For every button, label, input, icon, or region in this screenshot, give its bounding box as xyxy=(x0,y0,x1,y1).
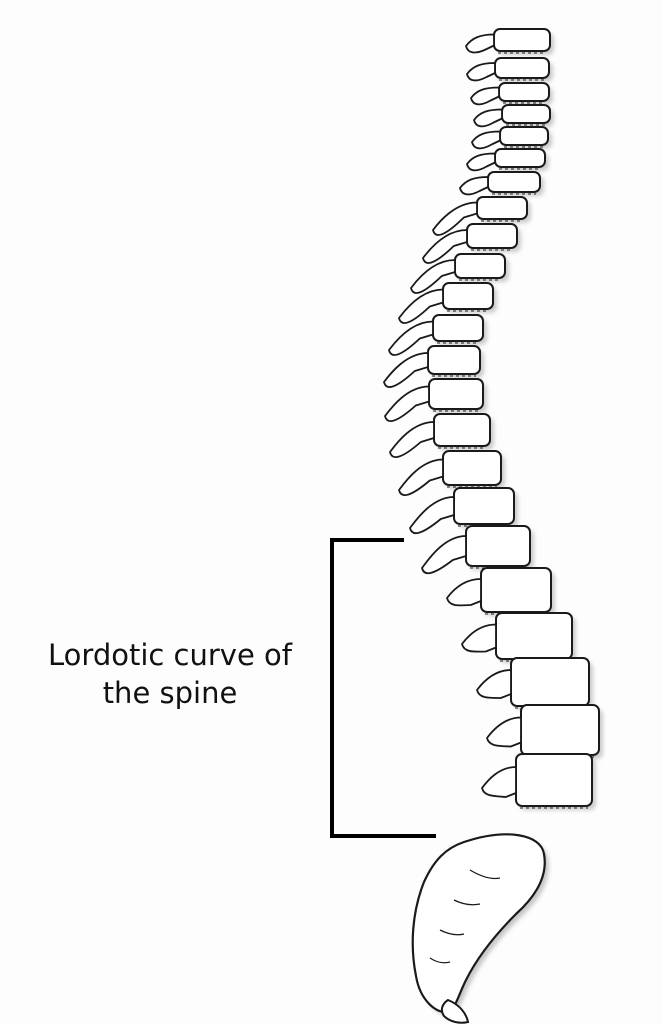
spinous-process xyxy=(486,716,522,748)
coccyx xyxy=(440,998,470,1024)
sacrum xyxy=(411,833,546,1014)
label-line-2: the spine xyxy=(102,676,238,710)
spinous-process xyxy=(421,535,467,575)
lordotic-curve-label: Lordotic curve of the spine xyxy=(20,636,320,712)
spinous-process xyxy=(383,352,429,388)
spinous-process xyxy=(410,259,456,294)
spinous-process xyxy=(476,669,512,699)
spinous-process xyxy=(465,33,495,54)
spinous-process xyxy=(466,152,496,172)
spinous-process xyxy=(481,766,517,798)
spinous-process xyxy=(461,623,497,653)
spinous-process xyxy=(398,288,444,324)
spinous-process xyxy=(422,229,468,264)
label-line-1: Lordotic curve of xyxy=(48,638,292,672)
spinous-process xyxy=(388,320,434,356)
spinous-process xyxy=(389,421,435,458)
spinous-process xyxy=(446,578,482,607)
spinous-process xyxy=(409,496,455,535)
spinous-process xyxy=(473,108,503,128)
spinous-process xyxy=(432,201,478,236)
vertebral-column xyxy=(383,28,600,809)
spinous-process xyxy=(398,458,444,497)
spinous-process xyxy=(466,62,496,82)
spinous-process xyxy=(470,86,500,106)
spinous-process xyxy=(384,385,430,422)
spinous-process xyxy=(459,176,489,196)
spinous-process xyxy=(471,130,501,150)
sacrum-coccyx xyxy=(411,833,549,1024)
